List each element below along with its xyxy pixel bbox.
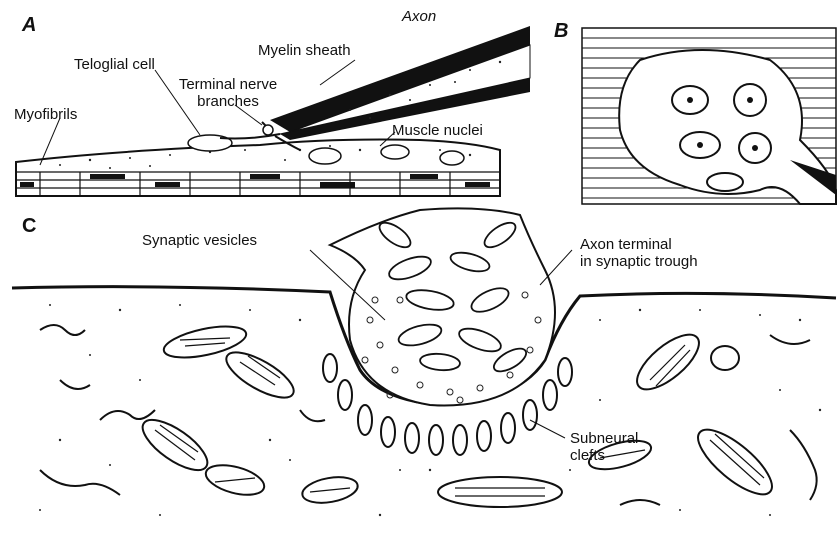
subneural-line2: clefts xyxy=(570,447,638,464)
subneural-line1: Subneural xyxy=(570,430,638,447)
axon-terminal-label: Axon terminal in synaptic trough xyxy=(580,236,698,270)
subneural-clefts-label: Subneural clefts xyxy=(570,430,638,464)
axon-terminal-line1: Axon terminal xyxy=(580,236,698,253)
axon-terminal-line2: in synaptic trough xyxy=(580,253,698,270)
synaptic-vesicles-label: Synaptic vesicles xyxy=(142,232,257,249)
